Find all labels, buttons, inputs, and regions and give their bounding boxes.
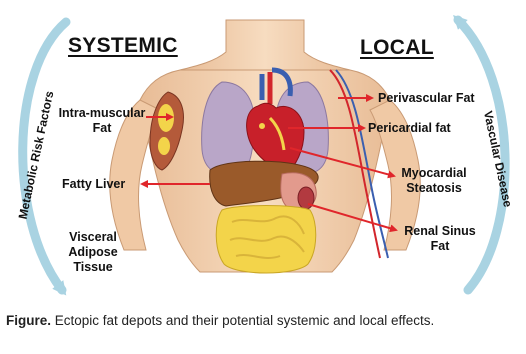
systemic-heading: SYSTEMIC: [68, 34, 178, 58]
myocardial-line-2: Steatosis: [392, 181, 476, 196]
myocardial-steatosis-label: Myocardial Steatosis: [392, 166, 476, 196]
visceral-fat: [216, 206, 316, 274]
intra-muscular-line-1: Intra-muscular: [54, 106, 150, 121]
myocardial-line-1: Myocardial: [392, 166, 476, 181]
caption-text: Ectopic fat depots and their potential s…: [51, 313, 434, 328]
visceral-line-3: Tissue: [58, 260, 128, 275]
visceral-line-1: Visceral: [58, 230, 128, 245]
caption-prefix: Figure.: [6, 313, 51, 328]
visceral-line-2: Adipose: [58, 245, 128, 260]
local-heading: LOCAL: [360, 36, 434, 60]
figure-caption: Figure. Ectopic fat depots and their pot…: [6, 312, 521, 329]
perivascular-fat-label: Perivascular Fat: [378, 91, 475, 106]
intra-muscular-line-2: Fat: [54, 121, 150, 136]
renal-sinus-fat-label: Renal Sinus Fat: [398, 224, 482, 254]
fatty-liver-label: Fatty Liver: [62, 177, 125, 192]
intra-muscular-fat-label: Intra-muscular Fat: [54, 106, 150, 136]
renal-line-1: Renal Sinus: [398, 224, 482, 239]
renal-line-2: Fat: [398, 239, 482, 254]
pericardial-fat-label: Pericardial fat: [368, 121, 451, 136]
visceral-adipose-tissue-label: Visceral Adipose Tissue: [58, 230, 128, 275]
